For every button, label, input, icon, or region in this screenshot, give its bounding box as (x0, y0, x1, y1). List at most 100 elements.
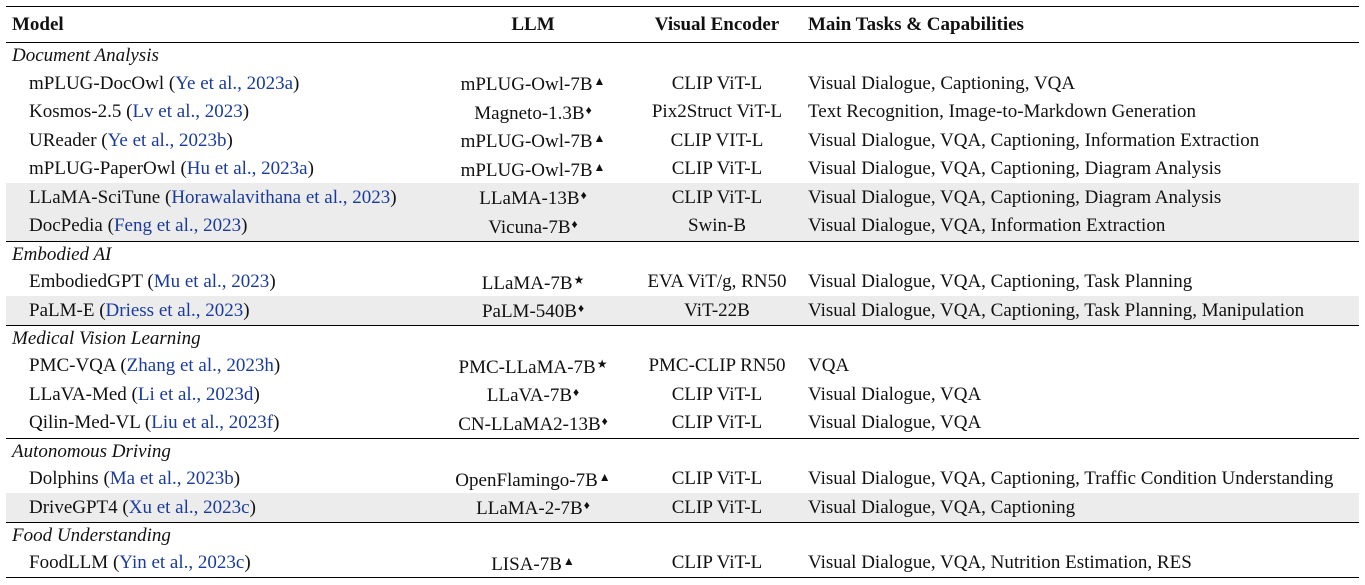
header-encoder: Visual Encoder (632, 6, 802, 43)
training-mark-icon: ▲ (593, 159, 606, 174)
tasks-cell: Visual Dialogue, VQA, Nutrition Estimati… (802, 548, 1359, 579)
citation-link[interactable]: Hu et al., 2023a (186, 158, 308, 180)
tasks-cell: Visual Dialogue, VQA (808, 412, 982, 434)
encoder-cell: CLIP ViT-L (632, 493, 802, 523)
encoder-cell: Pix2Struct ViT-L (651, 101, 783, 123)
llm-name: Vicuna-7B (488, 216, 571, 238)
llm-name: mPLUG-Owl-7B (460, 159, 593, 181)
tasks-cell: Text Recognition, Image-to-Markdown Gene… (808, 101, 1197, 123)
tasks-cell: Visual Dialogue, VQA, Captioning, Traffi… (808, 468, 1334, 490)
table-row: PMC-VQA (Zhang et al., 2023h) PMC-LLaMA-7… (6, 352, 1359, 381)
encoder-cell: EVA ViT/g, RN50 (647, 271, 787, 293)
model-cell: DocPedia (Feng et al., 2023) (6, 211, 434, 242)
training-mark-icon: ♦ (573, 385, 580, 400)
training-mark-icon: ♦ (601, 413, 608, 428)
table-row: PaLM-E (Driess et al., 2023)PaLM-540B♦Vi… (6, 296, 1359, 326)
model-name: PMC-VQA (29, 355, 116, 377)
encoder-cell: PMC-CLIP RN50 (648, 355, 786, 377)
table-row: LLaVA-Med (Li et al., 2023d)LLaVA-7B♦CLI… (6, 380, 1359, 409)
citation-link[interactable]: Horawalavithana et al., 2023 (171, 186, 391, 208)
model-name: FoodLLM (29, 552, 109, 574)
llm-name: Magneto-1.3B (474, 102, 585, 124)
model-cell: Qilin-Med-VL (Liu et al., 2023f) (29, 412, 280, 434)
citation-link[interactable]: Mu et al., 2023 (153, 271, 270, 293)
training-mark-icon: ▲ (593, 74, 606, 88)
training-mark-icon: ▲ (598, 469, 611, 484)
model-name: Qilin-Med-VL (29, 412, 141, 434)
table-row: DriveGPT4 (Xu et al., 2023c)LLaMA-2-7B♦C… (6, 493, 1359, 523)
header-tasks: Main Tasks & Capabilities (802, 6, 1359, 43)
citation-link[interactable]: Driess et al., 2023 (105, 299, 244, 321)
citation-link[interactable]: Yin et al., 2023c (119, 552, 245, 574)
llm-cell: mPLUG-Owl-7B▲ (434, 69, 632, 98)
training-mark-icon: ♦ (577, 301, 585, 316)
tasks-cell: Visual Dialogue, VQA, Captioning (802, 493, 1359, 523)
model-cell: FoodLLM (Yin et al., 2023c) (6, 548, 434, 579)
models-table: Model LLM Visual Encoder Main Tasks & Ca… (6, 6, 1359, 579)
section-title: Document Analysis (12, 45, 159, 67)
citation-link[interactable]: Liu et al., 2023f (151, 412, 274, 434)
header-model: Model (6, 6, 434, 43)
citation-link[interactable]: Zhang et al., 2023h (126, 355, 274, 377)
llm-cell: mPLUG-Owl-7B▲ (434, 126, 632, 155)
training-mark-icon: ▲ (562, 553, 575, 568)
llm-name: mPLUG-Owl-7B (460, 131, 593, 153)
model-cell: UReader (Ye et al., 2023b) (29, 129, 233, 151)
section-title: Embodied AI (6, 240, 1359, 268)
citation-link[interactable]: Ma et al., 2023b (109, 468, 234, 490)
training-mark-icon: ★ (596, 356, 608, 371)
model-cell: mPLUG-PaperOwl (Hu et al., 2023a) (29, 158, 314, 180)
llm-cell: LLaMA-7B★ (434, 268, 632, 297)
tasks-cell: Visual Dialogue, VQA, Captioning, Inform… (808, 129, 1260, 151)
model-name: PaLM-E (29, 299, 95, 321)
llm-cell: Magneto-1.3B♦ (434, 98, 632, 127)
model-name: DocPedia (29, 215, 103, 237)
llm-name: PMC-LLaMA-7B (458, 356, 596, 378)
section-title: Medical Vision Learning (6, 324, 1359, 352)
tasks-cell: Visual Dialogue, VQA (808, 383, 982, 405)
table-row: Qilin-Med-VL (Liu et al., 2023f) CN-LLaMA… (6, 409, 1359, 438)
model-name: mPLUG-DocOwl (29, 72, 165, 94)
training-mark-icon: ♦ (571, 216, 578, 231)
llm-cell: Vicuna-7B♦ (434, 211, 632, 242)
citation-link[interactable]: Lv et al., 2023 (132, 101, 243, 123)
llm-cell: OpenFlamingo-7B▲ (434, 465, 632, 494)
encoder-cell: Swin-B (632, 211, 802, 242)
citation-link[interactable]: Ye et al., 2023b (107, 129, 227, 151)
llm-cell: LISA-7B▲ (434, 548, 632, 579)
citation-link[interactable]: Ye et al., 2023a (175, 72, 294, 94)
section-header: Document Analysis (6, 43, 1359, 70)
llm-name: CN-LLaMA2-13B (458, 413, 601, 435)
training-mark-icon: ▲ (593, 131, 606, 146)
citation-link[interactable]: Xu et al., 2023c (128, 496, 250, 518)
training-mark-icon: ♦ (583, 498, 590, 513)
section-title: Autonomous Driving (6, 437, 1359, 465)
model-name: DriveGPT4 (29, 496, 118, 518)
model-name: Kosmos-2.5 (29, 101, 122, 123)
training-mark-icon: ♦ (580, 188, 587, 203)
llm-cell: PMC-LLaMA-7B★ (434, 352, 632, 381)
llm-cell: CN-LLaMA2-13B♦ (434, 409, 632, 438)
table-row: mPLUG-DocOwl (Ye et al., 2023a)mPLUG-Owl… (6, 69, 1359, 98)
table-row: LLaMA-SciTune (Horawalavithana et al., 2… (6, 183, 1359, 212)
citation-link[interactable]: Li et al., 2023d (137, 383, 254, 405)
llm-name: LLaVA-7B (486, 385, 572, 407)
model-cell: EmbodiedGPT (Mu et al., 2023) (29, 271, 276, 293)
encoder-cell: CLIP ViT-L (671, 72, 763, 94)
header-row: Model LLM Visual Encoder Main Tasks & Ca… (6, 6, 1359, 43)
table-row: FoodLLM (Yin et al., 2023c)LISA-7B▲CLIP … (6, 548, 1359, 579)
encoder-cell: ViT-22B (632, 296, 802, 326)
table-row: Kosmos-2.5 (Lv et al., 2023)Magneto-1.3B… (6, 98, 1359, 127)
model-cell: PMC-VQA (Zhang et al., 2023h) (29, 355, 281, 377)
tasks-cell: Visual Dialogue, VQA, Captioning, Task P… (808, 271, 1193, 293)
table-row: EmbodiedGPT (Mu et al., 2023) LLaMA-7B★ EV… (6, 268, 1359, 297)
encoder-cell: CLIP ViT-L (632, 183, 802, 212)
citation-link[interactable]: Feng et al., 2023 (113, 215, 242, 237)
table-row: DocPedia (Feng et al., 2023)Vicuna-7B♦Sw… (6, 211, 1359, 242)
tasks-cell: Visual Dialogue, Captioning, VQA (808, 72, 1076, 94)
encoder-cell: CLIP ViT-L (671, 158, 763, 180)
tasks-cell: Visual Dialogue, VQA, Captioning, Task P… (802, 296, 1359, 326)
section-header: Food Understanding (6, 521, 1359, 549)
encoder-cell: CLIP ViT-L (671, 468, 763, 490)
model-cell: LLaVA-Med (Li et al., 2023d) (29, 383, 260, 405)
